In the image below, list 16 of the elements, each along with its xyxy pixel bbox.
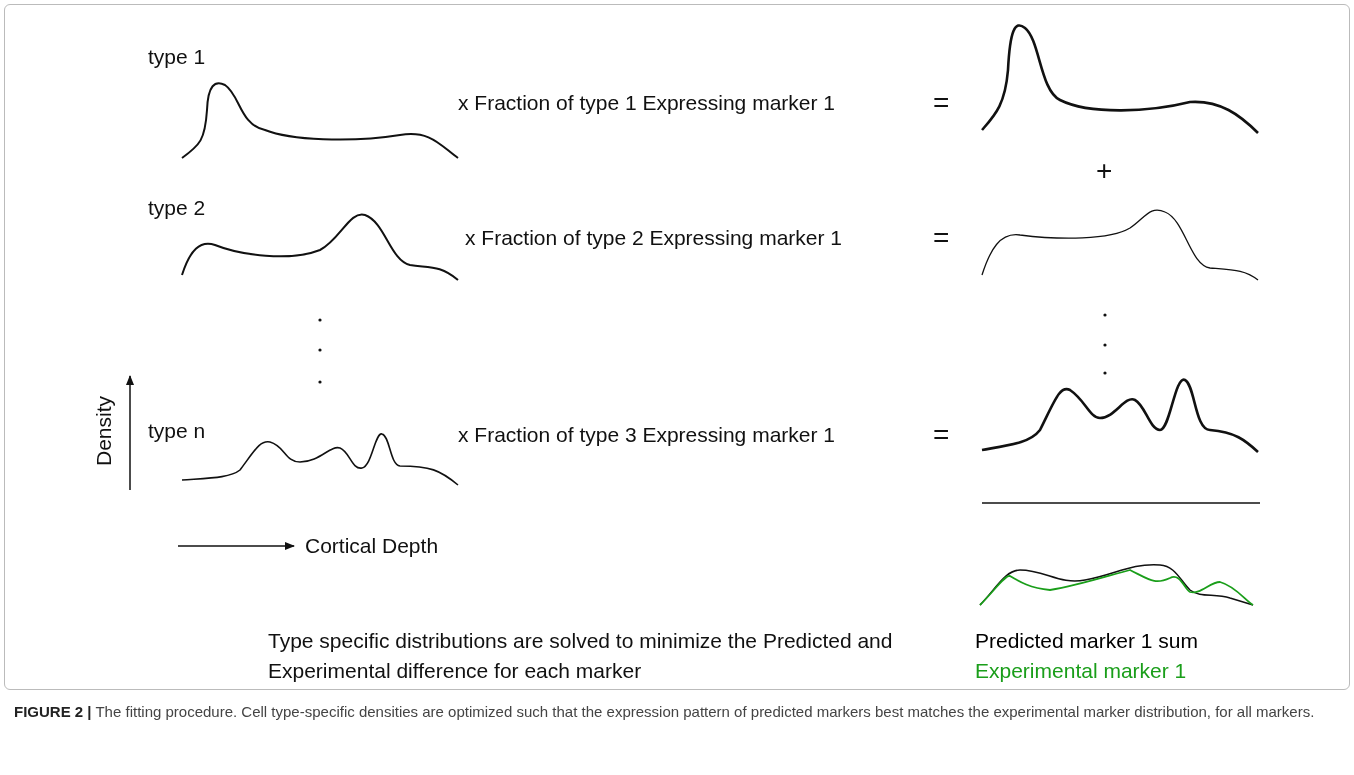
type-label: type 1 — [148, 44, 206, 70]
equals-sign: = — [933, 90, 950, 116]
figure-caption: FIGURE 2 | The fitting procedure. Cell type-specific densities are optimized such that the expression pattern of predicted markers best matches the experimental marker distribution, for all markers. — [14, 702, 1316, 722]
fraction-text: x Fraction of type 2 Expressing marker 1 — [465, 225, 842, 251]
legend-entry: Predicted marker 1 sum — [975, 628, 1198, 654]
equals-sign: = — [933, 225, 950, 251]
axis-label: Cortical Depth — [305, 533, 439, 559]
type-label: type n — [148, 418, 206, 444]
fraction-text: x Fraction of type 1 Expressing marker 1 — [458, 90, 835, 116]
plus-sign: + — [1096, 158, 1113, 184]
equals-sign: = — [933, 422, 950, 448]
legend-entry: Experimental marker 1 — [975, 658, 1187, 684]
type-label: type 2 — [148, 195, 206, 221]
note-text: Type specific distributions are solved to minimize the Predicted and Experimental difference for each marker — [268, 628, 894, 684]
fraction-text: x Fraction of type 3 Expressing marker 1 — [458, 422, 835, 448]
axis-label: Density — [91, 396, 116, 466]
